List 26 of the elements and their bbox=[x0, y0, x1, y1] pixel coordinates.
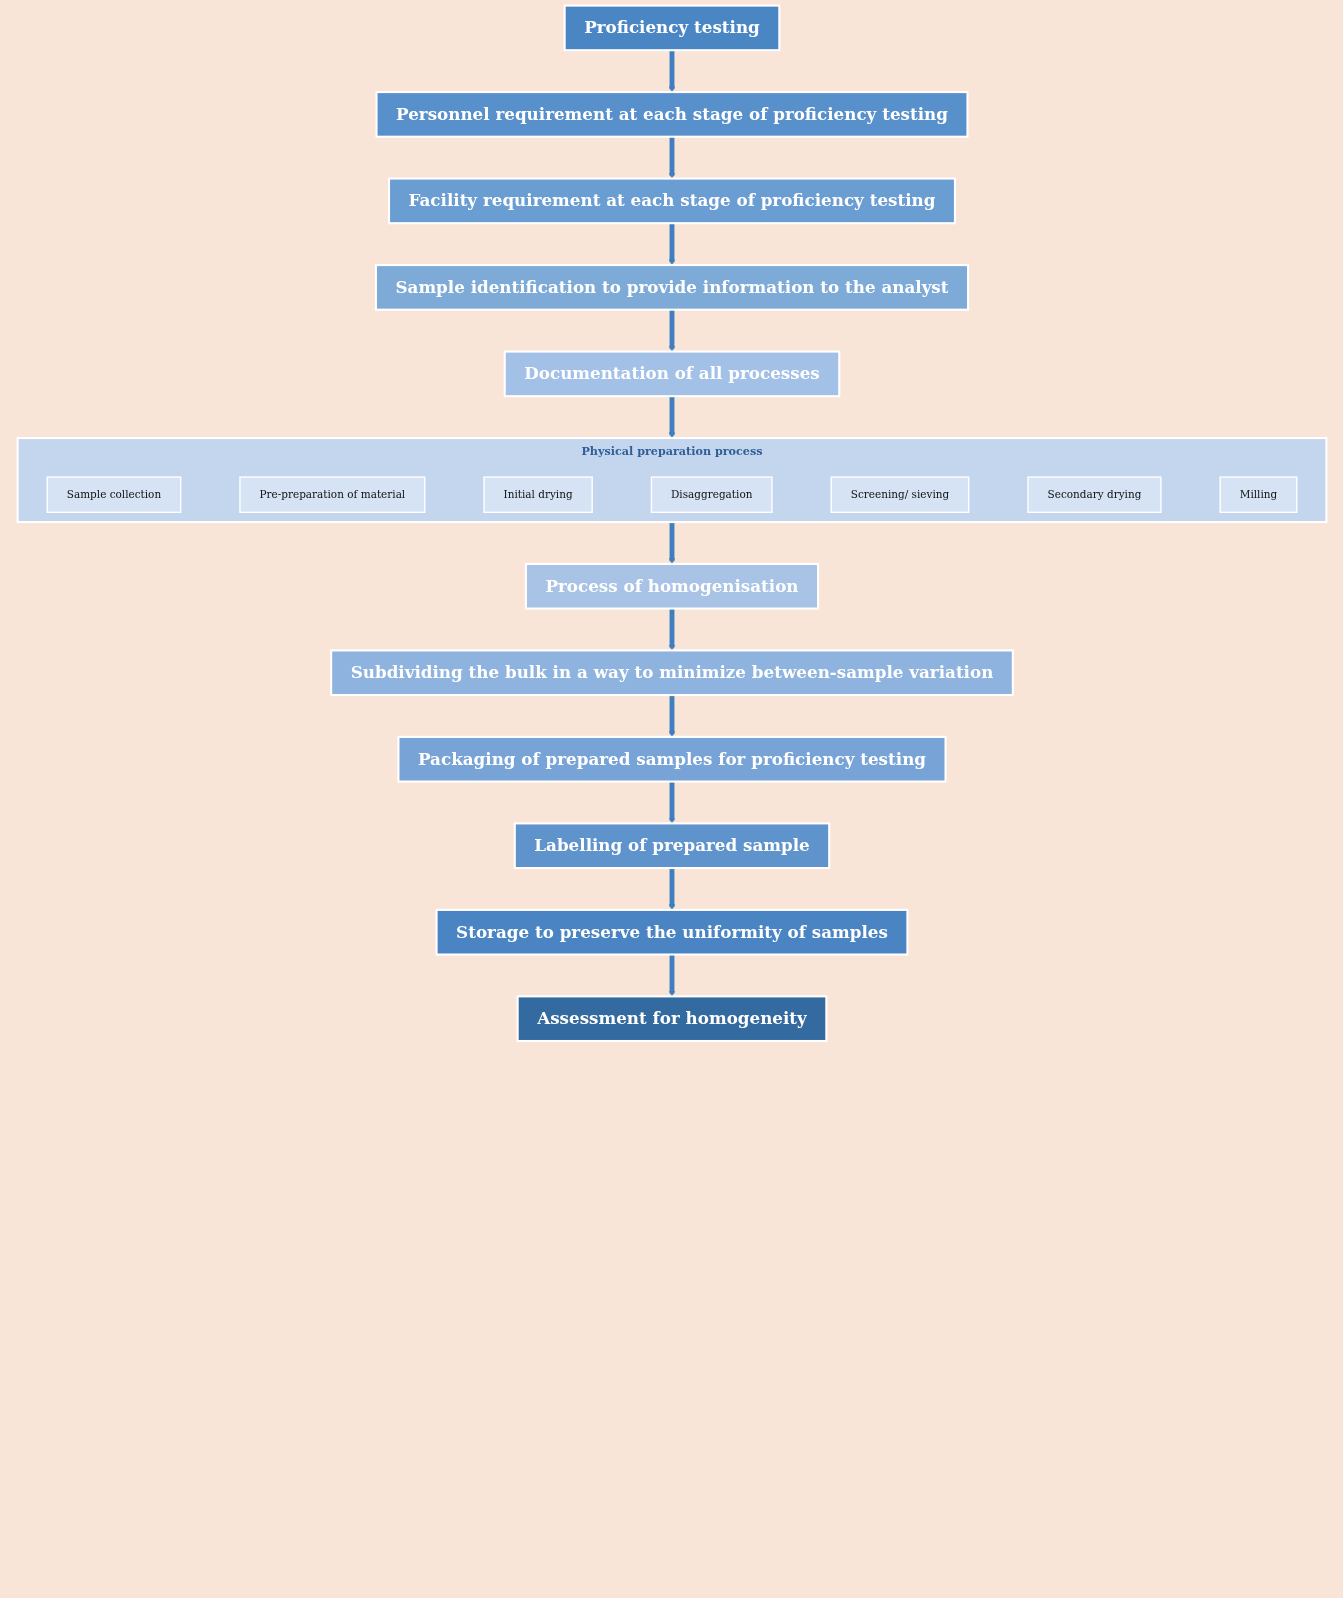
node-box: Documentation of all processes bbox=[503, 350, 840, 398]
arrow bbox=[668, 50, 675, 93]
node-box: Process of homogenisation bbox=[524, 562, 819, 610]
node-box: Labelling of prepared sample bbox=[513, 822, 830, 870]
arrow bbox=[668, 781, 675, 824]
node-box: Sample identification to provide information to the analyst bbox=[374, 264, 969, 311]
node-box: Sample collection bbox=[46, 476, 181, 513]
arrow bbox=[668, 954, 675, 997]
node-box: Milling bbox=[1218, 476, 1297, 513]
node-box: Packaging of prepared samples for proficiency testing bbox=[396, 735, 947, 783]
node-box: Subdividing the bulk in a way to minimize between-sample variation bbox=[329, 649, 1014, 697]
node-box: Pre-preparation of material bbox=[238, 476, 425, 513]
node-box: Assessment for homogeneity bbox=[516, 995, 827, 1043]
node-box: Facility requirement at each stage of proficiency testing bbox=[387, 177, 956, 225]
node-box: Personnel requirement at each stage of proficiency testing bbox=[374, 91, 968, 138]
arrow bbox=[668, 309, 675, 352]
node-box: Screening/ sieving bbox=[830, 476, 969, 513]
arrow bbox=[668, 223, 675, 266]
node-box: Disaggregation bbox=[650, 476, 773, 513]
arrow bbox=[668, 608, 675, 651]
node-box: Initial drying bbox=[482, 476, 593, 513]
node-box: Secondary drying bbox=[1026, 476, 1162, 513]
node-box: Proficiency testing bbox=[563, 4, 780, 52]
arrow bbox=[668, 136, 675, 179]
node-box: Storage to preserve the uniformity of samples bbox=[435, 908, 908, 956]
arrow bbox=[668, 396, 675, 439]
